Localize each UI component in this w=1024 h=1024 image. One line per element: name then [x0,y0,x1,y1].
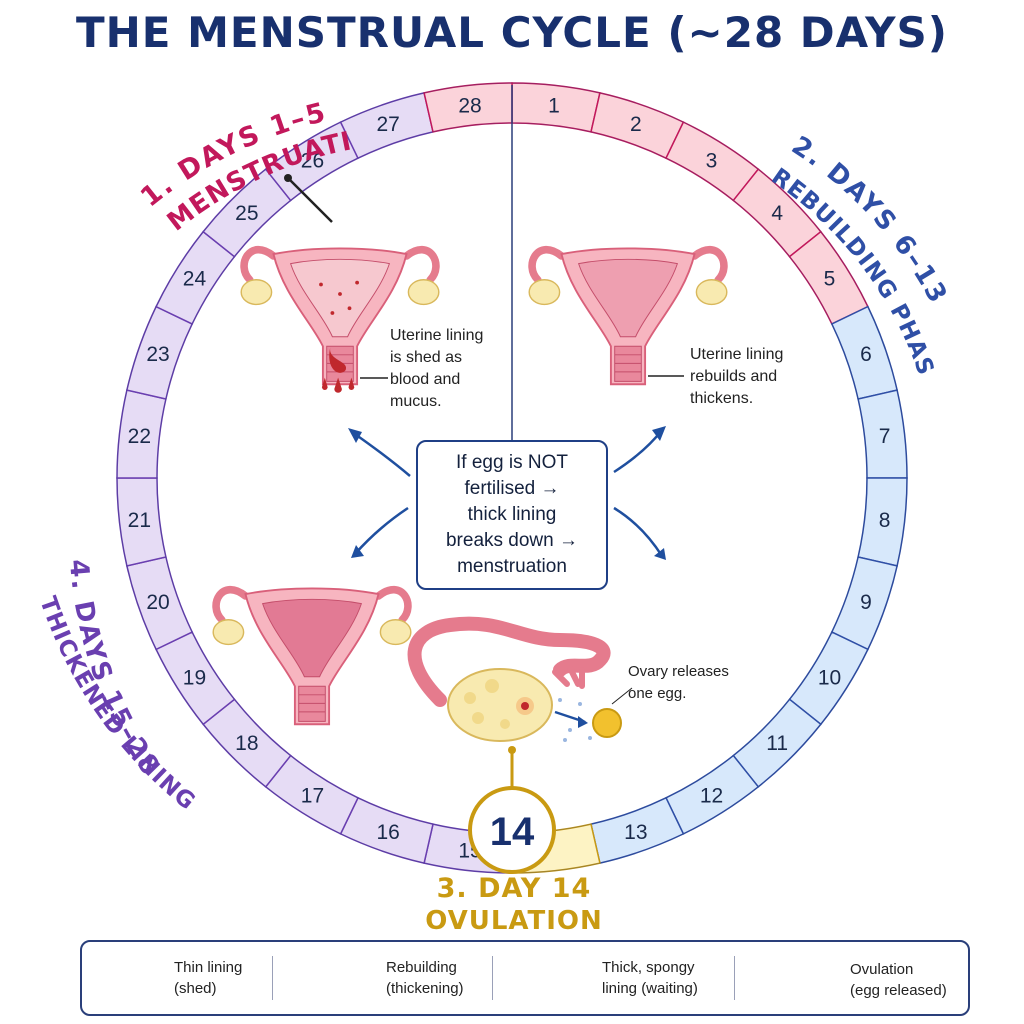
rebuild-note-line: Uterine lining [690,346,784,363]
uterus-rebuilding-icon [528,246,728,386]
day-number-label: 2 [630,113,642,136]
day-number-label: 8 [879,509,891,532]
day-number-label: 11 [766,732,788,755]
day-number-label: 10 [818,667,841,690]
info-box-line: breaks down → [445,530,578,551]
shed-note-line: blood and [390,371,461,388]
legend-item-thin: Thin lining (shed) [174,957,242,999]
legend-label: Thin lining [174,959,243,976]
ovary-icon [447,668,553,742]
info-box-line: thick lining [467,504,557,525]
legend-divider [272,956,273,1000]
legend-label: (shed) [174,980,217,997]
legend-item-ovulation: Ovulation (egg released) [850,959,947,1001]
ovary-note-line: Ovary releases [628,663,729,680]
arrow-to-rebuilding-icon [613,429,663,474]
day-number-label: 25 [235,202,258,225]
info-box-line: fertilised → [464,478,560,499]
day-number-label: 9 [860,591,872,614]
day-14-badge [468,786,556,874]
day-14-label: 14 [490,810,535,854]
arrow-to-ovulation-icon [613,506,664,557]
day-number-label: 17 [301,785,324,808]
day-number-label: 20 [146,591,169,614]
shed-note-line: is shed as [390,349,463,366]
egg-icon [592,708,622,738]
shed-note: Uterine lining is shed as blood and mucu… [390,325,483,413]
shed-note-line: mucus. [390,393,442,410]
ovary-release-illustration [407,616,633,742]
legend-label: Rebuilding [386,959,457,976]
day-number-label: 27 [376,113,399,136]
legend-label: Thick, spongy [602,959,695,976]
day-number-label: 3 [706,149,718,172]
day-number-label: 5 [824,267,836,290]
uterus-thickened-icon [212,586,412,726]
uterus-menstruation-icon [240,246,440,393]
rebuild-note-line: thickens. [690,390,754,407]
ovary-note: Ovary releases one egg. [628,661,729,705]
page-title: THE MENSTRUAL CYCLE (~28 DAYS) [76,8,948,57]
legend-label: (thickening) [386,980,464,997]
day-number-label: 13 [624,821,647,844]
day-number-label: 22 [128,425,151,448]
ovulation-phase-label: OVULATION [425,906,603,936]
day-number-label: 7 [879,425,891,448]
info-box-line: menstruation [457,556,567,577]
day-number-label: 1 [548,94,560,117]
arrow-to-thickened-icon [354,506,409,555]
arrow-to-menstruation-icon [351,430,411,477]
day-number-label: 24 [183,267,207,290]
ovulation-phase-title: 3. DAY 14 [437,873,592,904]
legend-label: Ovulation [850,961,914,978]
legend-item-thick: Thick, spongy lining (waiting) [602,957,698,999]
legend-divider [492,956,493,1000]
day-number-label: 23 [146,343,169,366]
legend-divider [734,956,735,1000]
day-number-label: 21 [128,509,151,532]
day-number-label: 28 [458,94,481,117]
ovary-note-line: one egg. [628,685,687,702]
day-number-label: 6 [860,343,872,366]
rebuild-note: Uterine lining rebuilds and thickens. [690,344,783,410]
legend-item-rebuilding: Rebuilding (thickening) [386,957,464,999]
rebuild-note-line: rebuilds and [690,368,778,385]
day-number-label: 18 [235,732,258,755]
day-number-label: 26 [301,149,324,172]
shed-note-line: Uterine lining [390,327,484,344]
legend-label: (egg released) [850,982,947,999]
legend-label: lining (waiting) [602,980,698,997]
day-number-label: 19 [183,667,206,690]
day-number-label: 16 [376,821,399,844]
legend-panel: Thin lining (shed) Rebuilding (thickenin… [80,940,970,1016]
day-number-label: 4 [771,202,783,225]
info-box-line: If egg is NOT [456,452,568,473]
fertilisation-info-box: If egg is NOT fertilised → thick lining … [416,440,608,590]
day-number-label: 12 [700,785,723,808]
